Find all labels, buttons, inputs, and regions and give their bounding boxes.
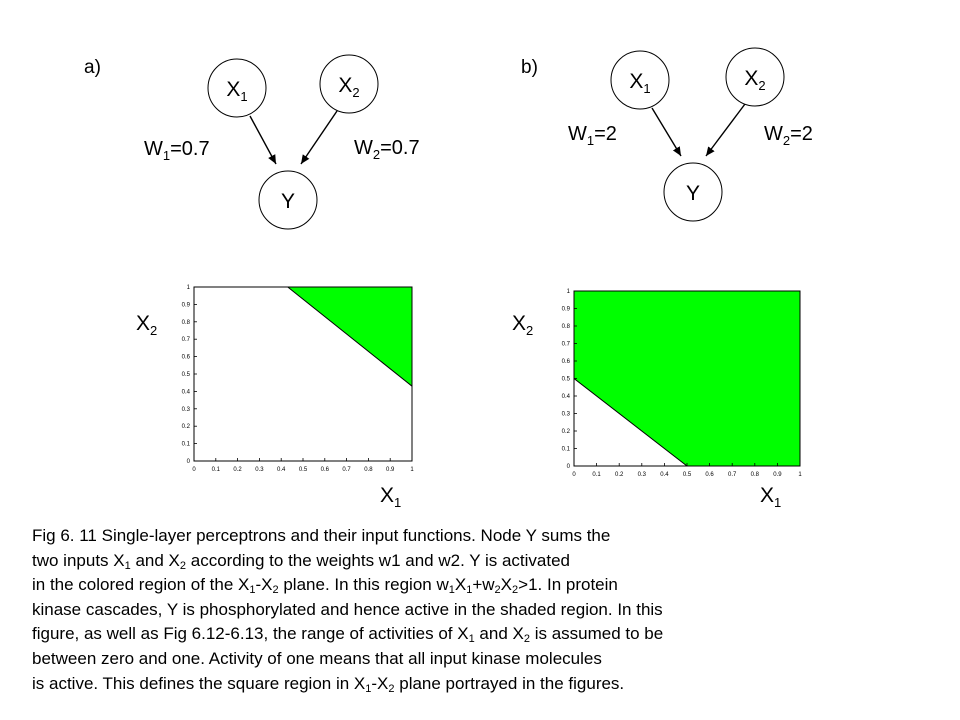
y-tick-label: 0.5 — [562, 377, 571, 383]
edge-x1-y-b — [651, 107, 682, 157]
y-ticks-b: 0 0.1 0.2 0.3 0.4 0.5 0.6 0.7 0.8 0.9 1 — [562, 289, 577, 470]
decision-boundary-a — [287, 286, 413, 387]
y-tick-label: 0.3 — [562, 412, 571, 418]
caption-line: between zero and one. Activity of one me… — [32, 648, 602, 668]
x-tick-label: 0.4 — [660, 472, 669, 478]
y-tick-label: 0.7 — [182, 337, 191, 343]
caption-line: in the colored region of the X1-X2 plane… — [32, 575, 618, 597]
network-b: b) X1 X2 Y W1=2 W2=2 — [521, 47, 813, 222]
x-tick-label: 0.2 — [615, 472, 624, 478]
y-axis-label-a: X2 — [136, 312, 157, 338]
panel-label-a: a) — [84, 57, 101, 78]
node-x2-a — [319, 54, 379, 114]
node-x2-a-label: X2 — [338, 74, 359, 100]
y-tick-label: 0.2 — [182, 424, 191, 430]
x-tick-label: 0.6 — [321, 467, 330, 473]
x-tick-label: 0 — [192, 467, 196, 473]
y-tick-label: 0.4 — [562, 394, 571, 400]
node-y-b-label: Y — [686, 182, 700, 205]
y-tick-label: 1 — [567, 289, 571, 295]
plot-b: 0 0.1 0.2 0.3 0.4 0.5 0.6 0.7 0.8 0.9 1 0 0.1 0.2 0.3… — [562, 289, 803, 478]
x-tick-label: 0.1 — [212, 467, 221, 473]
node-x1-a-label: X1 — [226, 78, 247, 104]
y-tick-label: 0.1 — [562, 447, 571, 453]
y-tick-label: 1 — [187, 285, 191, 291]
x-tick-label: 0.9 — [773, 472, 782, 478]
y-tick-label: 0.8 — [562, 324, 571, 330]
y-tick-label: 0.9 — [562, 307, 571, 313]
y-tick-label: 0.8 — [182, 320, 191, 326]
y-tick-label: 0.7 — [562, 342, 571, 348]
x-tick-label: 0.1 — [592, 472, 601, 478]
x-axis-label-a: X1 — [380, 484, 401, 510]
node-y-a — [258, 170, 318, 230]
x-axis-label-b: X1 — [760, 484, 781, 510]
x-tick-label: 0 — [572, 472, 576, 478]
y-tick-label: 0.5 — [182, 372, 191, 378]
decision-boundary-b — [573, 378, 688, 467]
edge-x2-y-a — [300, 110, 338, 165]
figure-caption: Fig 6. 11 Single-layer perceptrons and t… — [32, 524, 932, 696]
node-x1-b-label: X1 — [629, 70, 650, 96]
y-tick-label: 0.6 — [182, 355, 191, 361]
caption-line: is active. This defines the square regio… — [32, 673, 625, 695]
x-tick-label: 0.8 — [751, 472, 760, 478]
network-a: a) X1 X2 Y W1=0.7 W2=0.7 — [84, 54, 420, 230]
x-tick-label: 0.8 — [364, 467, 373, 473]
y-tick-label: 0.3 — [182, 407, 191, 413]
x-tick-label: 0.4 — [277, 467, 286, 473]
node-x1-a — [207, 58, 267, 118]
weight-w2-a: W2=0.7 — [354, 137, 420, 162]
x-tick-label: 0.3 — [255, 467, 264, 473]
active-region-b — [574, 291, 800, 466]
x-tick-label: 0.7 — [728, 472, 737, 478]
x-tick-label: 0.9 — [386, 467, 395, 473]
node-x2-b — [725, 47, 785, 107]
y-tick-label: 0 — [567, 464, 571, 470]
plot-a: 0 0.1 0.2 0.3 0.4 0.5 0.6 0.7 0.8 0.9 1 0 0.1 0.2 0.3… — [182, 285, 415, 473]
y-axis-label-b: X2 — [512, 312, 533, 338]
y-tick-label: 0.1 — [182, 442, 191, 448]
panel-label-b: b) — [521, 57, 538, 78]
y-tick-label: 0.9 — [182, 302, 191, 308]
node-x2-b-label: X2 — [744, 67, 765, 93]
y-tick-label: 0.4 — [182, 389, 191, 395]
x-tick-label: 1 — [798, 472, 802, 478]
node-y-a-label: Y — [281, 190, 295, 213]
x-tick-label: 0.2 — [233, 467, 242, 473]
y-tick-label: 0.6 — [562, 359, 571, 365]
x-ticks-b: 0 0.1 0.2 0.3 0.4 0.5 0.6 0.7 0.8 0.9 1 — [572, 463, 802, 478]
weight-w1-b: W1=2 — [568, 123, 617, 148]
x-tick-label: 0.7 — [342, 467, 351, 473]
y-tick-label: 0.2 — [562, 429, 571, 435]
caption-line: Fig 6. 11 Single-layer perceptrons and t… — [32, 526, 611, 545]
node-x1-b — [610, 50, 670, 110]
x-tick-label: 0.6 — [705, 472, 714, 478]
x-tick-label: 1 — [410, 467, 414, 473]
edge-x2-y-b — [705, 103, 746, 157]
weight-w1-a: W1=0.7 — [144, 138, 210, 163]
caption-line: figure, as well as Fig 6.12-6.13, the ra… — [32, 624, 664, 646]
y-ticks-a: 0 0.1 0.2 0.3 0.4 0.5 0.6 0.7 0.8 0.9 1 — [182, 285, 197, 465]
x-tick-label: 0.5 — [683, 472, 692, 478]
edge-x1-y-a — [249, 115, 277, 165]
x-tick-label: 0.3 — [638, 472, 647, 478]
y-tick-label: 0 — [187, 459, 191, 465]
weight-w2-b: W2=2 — [764, 123, 813, 148]
x-ticks-a: 0 0.1 0.2 0.3 0.4 0.5 0.6 0.7 0.8 0.9 1 — [192, 458, 414, 473]
caption-line: kinase cascades, Y is phosphorylated and… — [32, 599, 663, 619]
node-y-b — [663, 162, 723, 222]
caption-line: two inputs X1 and X2 according to the we… — [32, 550, 571, 572]
x-tick-label: 0.5 — [299, 467, 308, 473]
